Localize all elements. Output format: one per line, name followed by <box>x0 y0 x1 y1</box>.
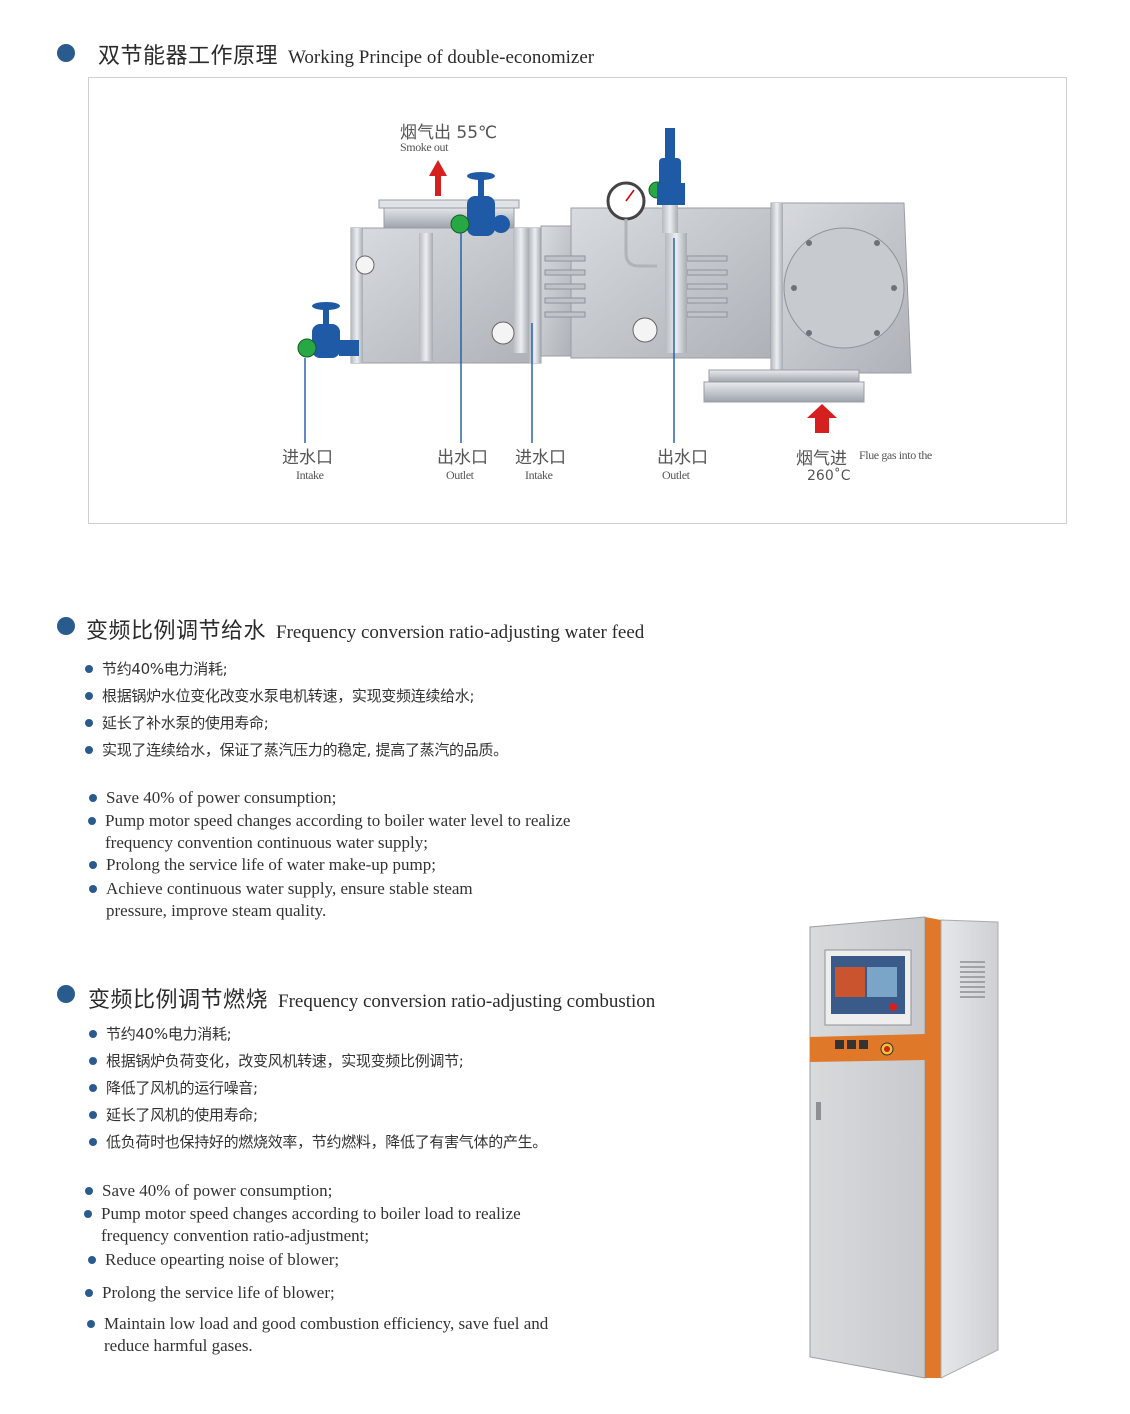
list-item: Save 40% of power consumption; <box>84 1180 333 1202</box>
list-item: Pump motor speed changes according to bo… <box>84 1203 521 1247</box>
section2-title: 变频比例调节给水 Frequency conversion ratio-adjus… <box>86 613 644 645</box>
label-intake-2-en: Intake <box>525 468 553 482</box>
list-item-line: Prolong the service life of water make-u… <box>106 855 436 874</box>
section1-title: 双节能器工作原理 Working Principe of double-econo… <box>98 38 594 70</box>
smoke-out-cn: 烟气出 <box>400 123 451 143</box>
list-item: 根据锅炉负荷变化，改变风机转速，实现变频比例调节; <box>89 1052 464 1070</box>
economizer-diagram-frame: 烟气出 55℃ Smoke out 进水口 Intake 出水口 Outlet … <box>88 77 1067 524</box>
section2-title-cn: 变频比例调节给水 <box>86 619 267 644</box>
flue-in-cn: 烟气进 <box>796 449 847 469</box>
left-economizer <box>350 199 542 364</box>
list-item: Save 40% of power consumption; <box>88 787 337 809</box>
list-item: 节约40%电力消耗; <box>84 660 228 678</box>
list-item: 低负荷时也保持好的燃烧效率，节约燃料，降低了有害气体的产生。 <box>88 1133 548 1151</box>
list-item-line: Pump motor speed changes according to bo… <box>105 811 571 830</box>
section2-title-en: Frequency conversion ratio-adjusting wat… <box>276 622 645 643</box>
safety-valve <box>648 128 685 233</box>
smoke-out-label: 烟气出 55℃ <box>400 118 497 143</box>
section1-title-en: Working Principe of double-economizer <box>288 47 595 68</box>
label-outlet-2-cn: 出水口 <box>657 448 708 468</box>
list-item-line: Save 40% of power consumption; <box>106 788 337 807</box>
list-item-line: Save 40% of power consumption; <box>102 1181 333 1200</box>
list-item: 节约40%电力消耗; <box>88 1025 232 1043</box>
section-bullet-dot <box>57 985 75 1003</box>
label-intake-2-cn: 进水口 <box>515 448 566 468</box>
section3-title: 变频比例调节燃烧 Frequency conversion ratio-adjus… <box>88 982 655 1014</box>
list-item-line: Maintain low load and good combustion ef… <box>104 1314 549 1333</box>
list-item-line: frequency convention continuous water su… <box>105 833 428 852</box>
list-item: Pump motor speed changes according to bo… <box>87 810 571 854</box>
outlet-valve <box>450 172 510 236</box>
flue-in-temp: 260˚C <box>807 468 851 484</box>
label-outlet-2-en: Outlet <box>662 468 690 482</box>
list-item-line: frequency convention ratio-adjustment; <box>101 1226 370 1245</box>
leader-lines <box>304 233 675 443</box>
section-bullet-dot <box>57 44 75 62</box>
list-item: Prolong the service life of blower; <box>85 1282 335 1304</box>
smoke-out-temp: 55℃ <box>456 123 498 143</box>
list-item-line: Achieve continuous water supply, ensure … <box>106 879 473 898</box>
list-item-line: Prolong the service life of blower; <box>102 1283 335 1302</box>
list-item-line: Reduce opearting noise of blower; <box>105 1250 340 1269</box>
flue-gas-box <box>703 202 912 403</box>
control-cabinet-illustration <box>809 916 999 1379</box>
list-item-line: pressure, improve steam quality. <box>106 901 327 920</box>
list-item-line: Pump motor speed changes according to bo… <box>101 1204 521 1223</box>
economizer-illustration <box>297 128 912 443</box>
label-outlet-1-en: Outlet <box>446 468 474 482</box>
label-outlet-1-cn: 出水口 <box>437 448 488 468</box>
list-item: Achieve continuous water supply, ensure … <box>89 878 473 922</box>
intake-valve <box>297 302 359 358</box>
section-bullet-dot <box>57 617 75 635</box>
list-item: 实现了连续给水，保证了蒸汽压力的稳定, 提高了蒸汽的品质。 <box>85 741 508 759</box>
list-item: 降低了风机的运行噪音; <box>89 1079 258 1097</box>
list-item: 延长了风机的使用寿命; <box>89 1106 258 1124</box>
section3-title-cn: 变频比例调节燃烧 <box>88 988 269 1013</box>
flue-in-en: Flue gas into the <box>859 448 932 462</box>
pressure-gauge <box>606 181 657 268</box>
list-item: Maintain low load and good combustion ef… <box>86 1313 549 1357</box>
list-item: Prolong the service life of water make-u… <box>89 854 436 876</box>
flue-gas-in-arrow <box>807 404 837 433</box>
list-item: 根据锅炉水位变化改变水泵电机转速，实现变频连续给水; <box>84 687 475 705</box>
middle-joint <box>540 225 572 357</box>
smoke-out-arrow <box>429 160 447 196</box>
smoke-out-en: Smoke out <box>400 140 449 154</box>
label-intake-1-en: Intake <box>296 468 324 482</box>
label-intake-1-cn: 进水口 <box>282 448 333 468</box>
list-item-line: reduce harmful gases. <box>104 1336 253 1355</box>
section1-title-cn: 双节能器工作原理 <box>98 44 279 69</box>
list-item: Reduce opearting noise of blower; <box>87 1249 340 1271</box>
section3-title-en: Frequency conversion ratio-adjusting com… <box>278 991 656 1012</box>
list-item: 延长了补水泵的使用寿命; <box>84 714 269 732</box>
